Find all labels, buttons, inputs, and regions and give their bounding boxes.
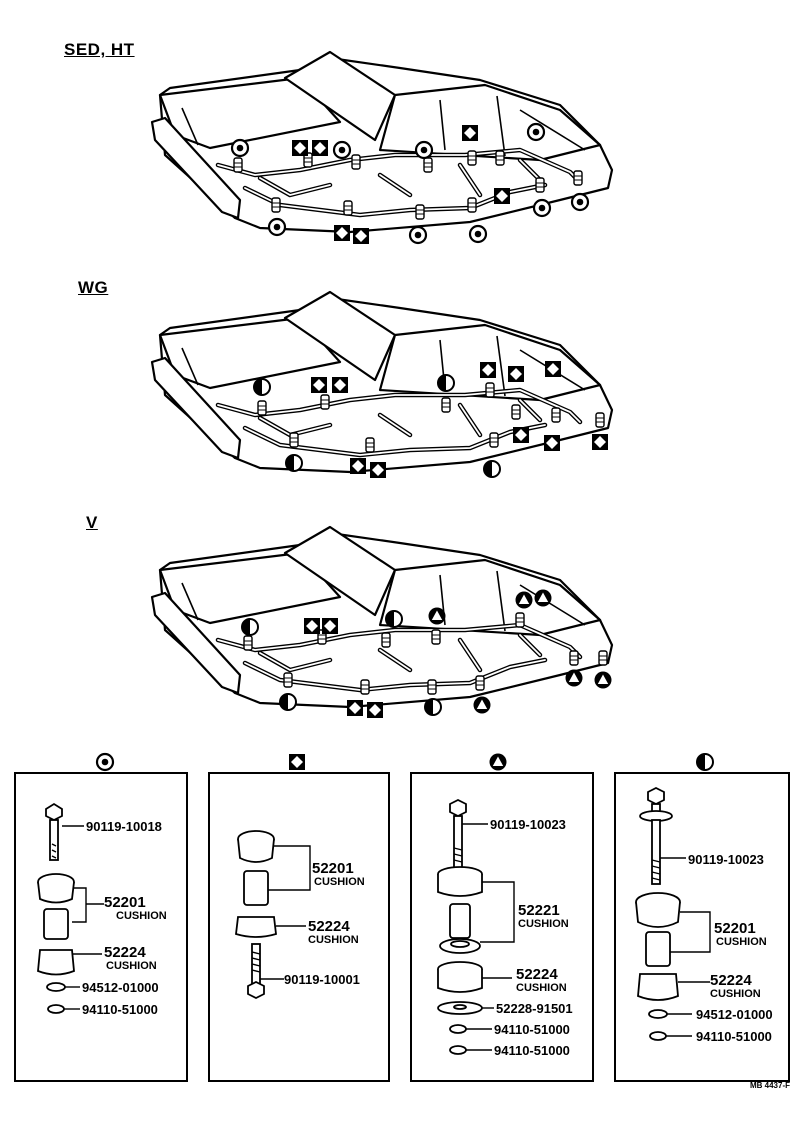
part-number: 94110-51000 [494, 1022, 570, 1037]
kit-parts-drawing [635, 786, 711, 1041]
part-number: 52224 [516, 966, 558, 983]
part-number: 94512-01000 [82, 980, 159, 995]
part-desc: CUSHION [314, 876, 365, 888]
part-desc: CUSHION [516, 982, 567, 994]
car-diagram-v [0, 475, 800, 718]
kit-box-triangle: 90119-10023 52221 CUSHION 52224 CUSHION … [410, 772, 594, 1082]
car-diagram-sed-ht [0, 0, 800, 245]
part-desc: CUSHION [518, 918, 569, 930]
part-number: 94110-51000 [82, 1002, 158, 1017]
kit-header-diamond-icon [289, 754, 305, 770]
part-number: 52224 [308, 918, 350, 935]
kit-header-triangle-icon [489, 753, 507, 771]
part-number: 90119-10018 [86, 819, 162, 834]
kit-box-diamond: 52201 CUSHION 52224 CUSHION 90119-10001 [208, 772, 390, 1082]
kit-header-ring-icon [95, 752, 115, 772]
part-desc: CUSHION [710, 988, 761, 1000]
part-number: 94512-01000 [696, 1007, 773, 1022]
part-desc: CUSHION [308, 934, 359, 946]
part-desc: CUSHION [116, 910, 167, 922]
part-number: 52201 [714, 920, 756, 937]
part-number: 52221 [518, 902, 560, 919]
view-label-sed-ht: SED, HT [64, 40, 135, 59]
part-number: 52201 [104, 894, 146, 911]
part-number: 94110-51000 [494, 1043, 570, 1058]
part-number: 52224 [104, 944, 146, 961]
part-number: 94110-51000 [696, 1029, 772, 1044]
part-number: 52224 [710, 972, 752, 989]
kit-box-ring: 90119-10018 52201 CUSHION 52224 CUSHION … [14, 772, 188, 1082]
figure-code: MB 4437-F [749, 1081, 790, 1090]
view-label-v: V [86, 513, 98, 532]
car-diagram-wg [0, 240, 800, 478]
part-number: 90119-10001 [284, 972, 360, 987]
part-desc: CUSHION [716, 936, 767, 948]
kit-box-half-circle: 90119-10023 52201 CUSHION 52224 CUSHION … [614, 772, 790, 1082]
part-number: 52228-91501 [496, 1001, 573, 1016]
view-label-wg: WG [78, 278, 109, 297]
part-number: 90119-10023 [688, 852, 764, 867]
kit-parts-drawing [235, 830, 311, 1000]
kit-parts-drawing [437, 798, 515, 1055]
kit-header-half-circle-icon [696, 753, 714, 771]
part-number: 90119-10023 [490, 817, 566, 832]
kit-parts-drawing [37, 802, 104, 1014]
part-number: 52201 [312, 860, 354, 877]
part-desc: CUSHION [106, 960, 157, 972]
